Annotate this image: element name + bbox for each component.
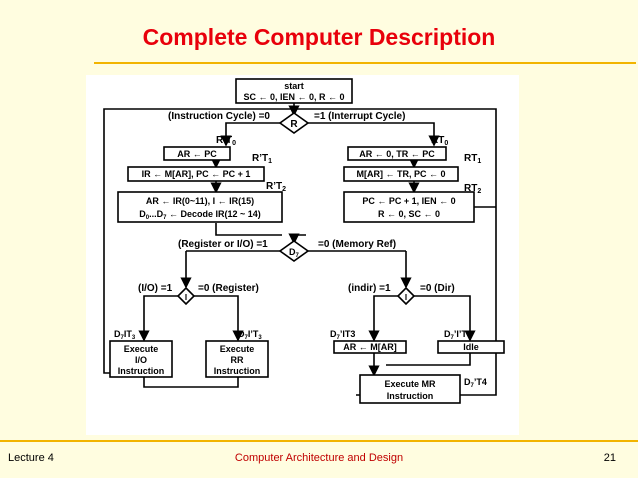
decode-line2: D0...D7 ← Decode IR(12 ~ 14): [139, 209, 261, 221]
interrupt-pc-line2: R ← 0, SC ← 0: [378, 209, 440, 219]
register-branch-label: =0 (Register): [198, 283, 259, 294]
interrupt-ar-box: [347, 146, 447, 161]
decision-i-right: [396, 286, 416, 306]
fetch-ar-pc-label: AR ← PC: [177, 149, 217, 159]
idle-box: [437, 340, 505, 354]
exec-io-line3: Instruction: [118, 366, 165, 376]
exec-mr-line1: Execute MR: [384, 379, 436, 389]
decode-line1: AR ← IR(0~11), I ← IR(15): [146, 196, 254, 206]
indirect-branch-label: (indir) =1: [348, 283, 391, 294]
decision-d7: [278, 240, 310, 262]
timing-exec-mr: D7’T4: [464, 377, 487, 389]
exec-rr-line1: Execute: [220, 344, 255, 354]
timing-RT2: RT2: [464, 183, 481, 195]
register-io-label: (Register or I/O) =1: [178, 239, 268, 250]
exec-rr-box: [205, 340, 269, 378]
decision-i-left: [176, 286, 196, 306]
page-title: Complete Computer Description: [142, 24, 496, 50]
timing-rt1: R’T1: [252, 153, 272, 165]
timing-RT0: RT0: [431, 135, 448, 147]
indirect-box: [333, 340, 407, 354]
timing-RT1: RT1: [464, 153, 481, 165]
flowchart-panel: start SC ← 0, IEN ← 0, R ← 0 R (Instruct…: [86, 75, 519, 435]
exec-io-line1: Execute: [124, 344, 159, 354]
exec-rr-line2: RR: [231, 355, 244, 365]
footer-divider: [0, 440, 638, 442]
decode-box: [117, 191, 283, 223]
indirect-label: AR ← M[AR]: [343, 342, 397, 352]
decision-i-right-label: I: [405, 293, 407, 302]
exec-mr-box: [359, 374, 461, 404]
footer-course: Computer Architecture and Design: [234, 452, 404, 464]
interrupt-ar-label: AR ← 0, TR ← PC: [359, 149, 435, 159]
decision-r: [278, 112, 310, 134]
flowchart: start SC ← 0, IEN ← 0, R ← 0 R (Instruct…: [103, 78, 505, 404]
decision-d7-label: D7: [289, 247, 300, 259]
start-init-label: SC ← 0, IEN ← 0, R ← 0: [243, 92, 344, 102]
decision-i-left-label: I: [185, 293, 187, 302]
timing-d7i3: D7I’T3: [238, 329, 262, 341]
io-branch-label: (I/O) =1: [138, 283, 173, 294]
instruction-cycle-label: (Instruction Cycle) =0: [168, 111, 270, 122]
interrupt-mem-label: M[AR] ← TR, PC ← 0: [357, 169, 446, 179]
timing-mem-indirect: D7’IT3: [330, 329, 355, 341]
exec-rr-line3: Instruction: [214, 366, 261, 376]
start-label: start: [284, 81, 304, 91]
title-divider: [94, 62, 636, 64]
interrupt-mem-box: [343, 166, 459, 182]
fetch-ir-label: IR ← M[AR], PC ← PC + 1: [142, 169, 251, 179]
idle-label: Idle: [463, 342, 479, 352]
fetch-ir-box: [127, 166, 265, 182]
timing-rt0: R’T0: [216, 135, 236, 147]
direct-branch-label: =0 (Dir): [420, 283, 455, 294]
timing-rt2: R’T2: [266, 181, 286, 193]
exec-io-box: [109, 340, 173, 378]
exec-mr-line2: Instruction: [387, 391, 434, 401]
start-box: [235, 78, 353, 104]
footer-lecture: Lecture 4: [8, 452, 54, 464]
timing-d7it3: D7IT3: [114, 329, 136, 341]
decision-r-label: R: [290, 119, 298, 130]
interrupt-cycle-label: =1 (Interrupt Cycle): [314, 111, 405, 122]
exec-io-line2: I/O: [135, 355, 147, 365]
timing-mem-direct: D7’I’T3: [444, 329, 472, 341]
interrupt-pc-box: [343, 191, 475, 223]
footer-page-number: 21: [603, 452, 616, 464]
memory-ref-label: =0 (Memory Ref): [318, 239, 396, 250]
interrupt-pc-line1: PC ← PC + 1, IEN ← 0: [362, 196, 455, 206]
fetch-ar-pc-box: [163, 146, 231, 161]
